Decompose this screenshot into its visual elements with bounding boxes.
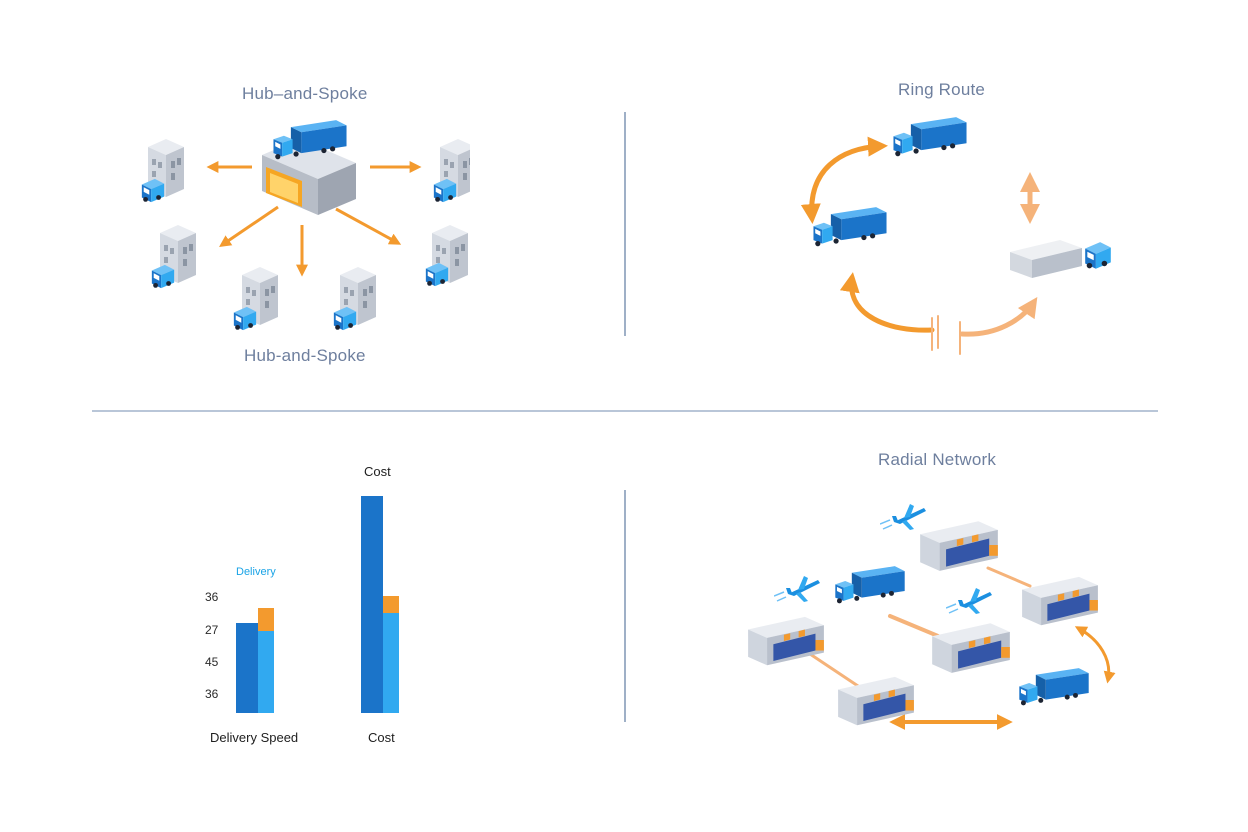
y-tick-4: 36	[205, 687, 219, 701]
arrow-icon	[839, 272, 935, 333]
radial-network-title: Radial Network	[878, 450, 997, 469]
airplane-icon	[774, 575, 821, 603]
spoke-depot-6	[333, 267, 376, 331]
truck-icon	[1085, 242, 1111, 269]
truck-icon	[835, 566, 905, 604]
truck-icon	[233, 306, 257, 331]
truck-icon	[141, 178, 165, 203]
ring-arrows	[800, 136, 1040, 355]
truck-icon	[433, 178, 457, 203]
y-tick-3: 45	[205, 655, 219, 669]
arrow-icon	[1074, 626, 1116, 684]
ring-route-title: Ring Route	[898, 80, 986, 99]
arrow-icon	[219, 205, 279, 248]
arrow-icon	[800, 136, 888, 224]
x-label-delivery-speed: Delivery Speed	[210, 730, 299, 745]
truck-icon	[893, 117, 967, 157]
hub-spoke-caption: Hub-and-Spoke	[244, 346, 366, 365]
truck-icon	[1019, 668, 1089, 706]
spoke-depot-5	[233, 267, 278, 331]
x-label-cost: Cost	[368, 730, 395, 745]
truck-icon	[333, 306, 357, 331]
spoke-depot-4	[425, 225, 468, 287]
bar-delivery-light	[258, 631, 274, 713]
vertical-divider-top	[624, 112, 626, 336]
arrow-icon	[959, 297, 1038, 337]
truck-icon	[425, 262, 449, 287]
horizontal-divider	[92, 410, 1158, 412]
airplane-icon	[880, 503, 927, 531]
bar-cost-light	[383, 613, 399, 713]
bar-delivery-dark	[236, 623, 258, 713]
arrow-icon	[335, 207, 402, 245]
hub-spoke-title: Hub–and-Spoke	[242, 84, 368, 103]
bar-legend-delivery: Delivery	[236, 566, 276, 578]
ring-depot	[1010, 240, 1082, 278]
bar-cost-cap	[383, 596, 399, 613]
warehouse-icon	[920, 521, 998, 571]
ring-route-diagram	[800, 117, 1111, 355]
radial-links	[808, 566, 1116, 730]
spoke-arrows	[206, 161, 422, 277]
hub-spoke-diagram	[141, 120, 470, 331]
bar-delivery-cap	[258, 608, 274, 631]
radial-network-diagram	[748, 503, 1116, 730]
y-tick-1: 36	[205, 590, 219, 604]
truck-icon	[151, 264, 175, 289]
truck-icon	[813, 207, 887, 247]
warehouse-icon	[1022, 576, 1098, 626]
vertical-divider-bottom	[624, 490, 626, 722]
spoke-depot-3	[151, 225, 196, 289]
warehouse-icon	[748, 616, 824, 666]
bar-legend-cost: Cost	[364, 464, 391, 479]
bar-chart	[236, 496, 399, 713]
warehouse-icon	[932, 623, 1010, 673]
spoke-depot-2	[433, 139, 470, 203]
bar-cost-dark	[361, 496, 383, 713]
airplane-icon	[946, 587, 993, 615]
spoke-depot-1	[141, 139, 184, 203]
y-tick-2: 27	[205, 623, 219, 637]
warehouse-icon	[838, 676, 914, 726]
